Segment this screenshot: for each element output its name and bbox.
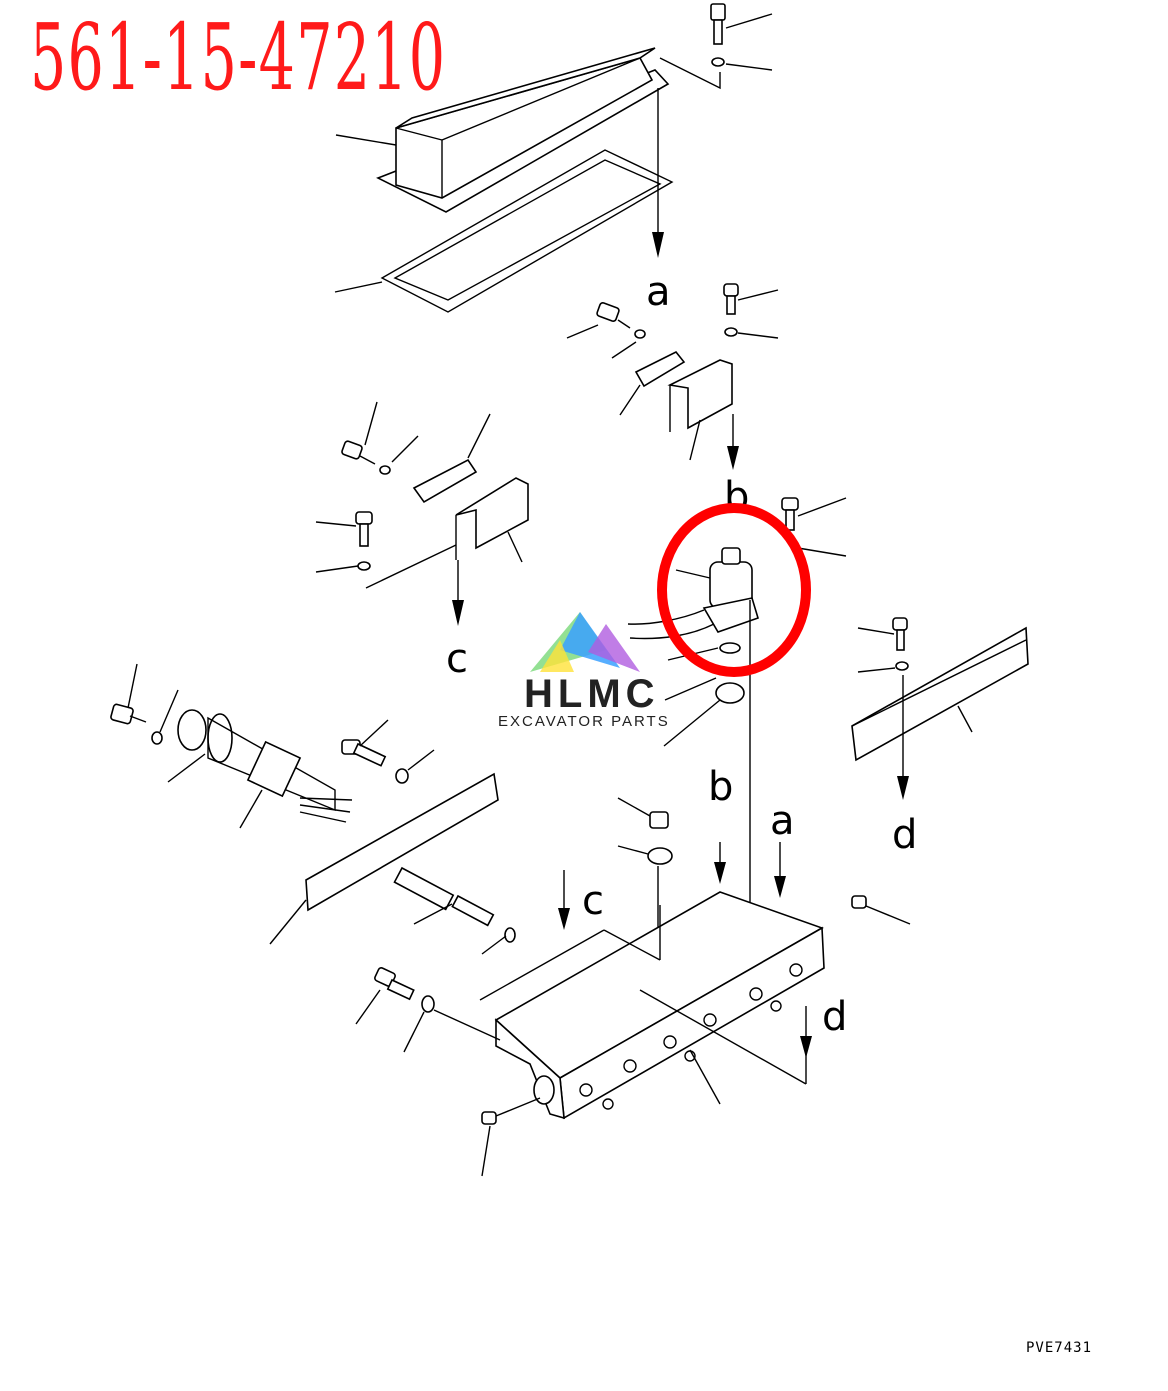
callout-b-lower: b xyxy=(708,764,733,810)
mounting-bolt xyxy=(341,719,435,784)
callout-c-upper: c xyxy=(446,636,468,682)
gasket xyxy=(334,149,674,313)
part-number-label: 561-15-47210 xyxy=(30,4,447,111)
callout-a-upper: a xyxy=(646,269,671,315)
brand-name: HLMC xyxy=(524,672,660,716)
bracket-b-assembly xyxy=(566,283,779,470)
cover-plate-d xyxy=(851,617,1029,800)
brand-watermark: HLMC EXCAVATOR PARTS xyxy=(498,612,670,730)
bracket-c-assembly xyxy=(315,401,529,626)
pressure-sensor xyxy=(393,866,516,955)
brand-tagline: EXCAVATOR PARTS xyxy=(498,713,670,730)
harness-connector xyxy=(110,663,353,829)
base-bolts xyxy=(355,967,541,1177)
callout-a-lower: a xyxy=(770,798,795,844)
top-cover xyxy=(335,47,670,213)
valve-body xyxy=(479,891,911,1120)
callout-d-upper: d xyxy=(892,812,917,858)
callout-c-lower: c xyxy=(582,878,604,924)
cover-bolt xyxy=(652,3,773,258)
body-arrows xyxy=(558,842,812,1058)
callout-d-lower: d xyxy=(822,994,847,1040)
highlight-circle xyxy=(657,503,811,677)
solenoid-valve xyxy=(627,497,847,920)
comb-plate xyxy=(269,772,499,945)
drawing-code: PVE7431 xyxy=(1026,1340,1093,1356)
